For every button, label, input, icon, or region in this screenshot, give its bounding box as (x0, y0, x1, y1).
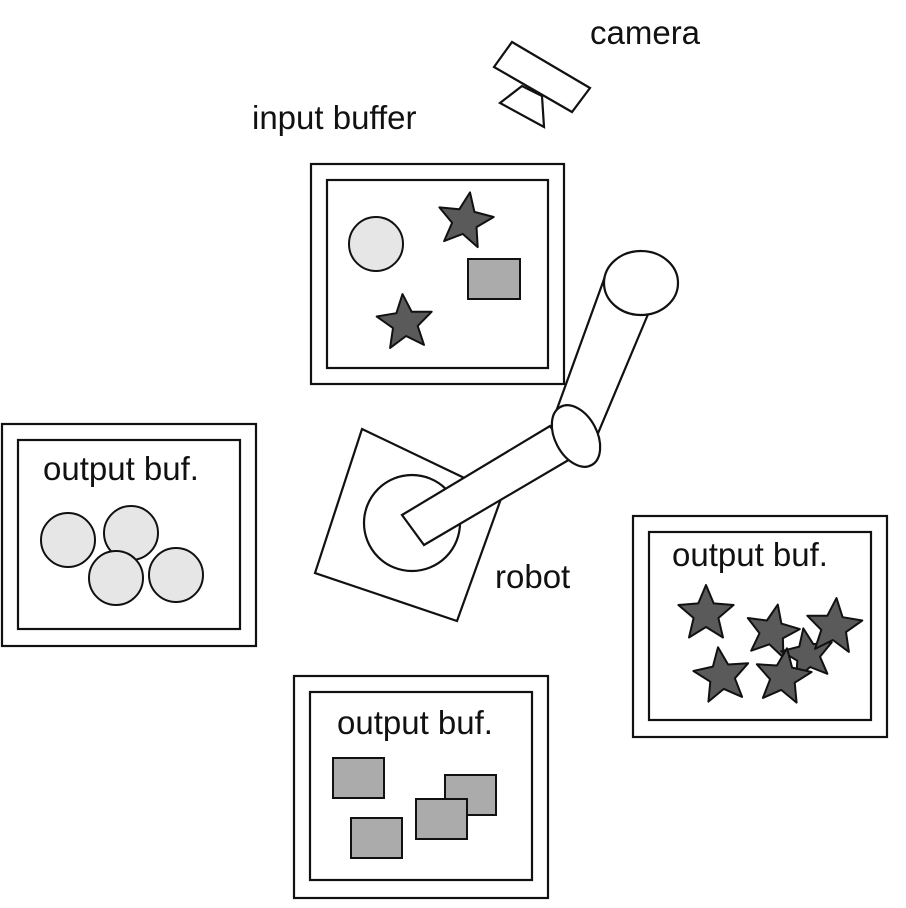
output-buffer-left-label: output buf. (43, 450, 199, 487)
star-part-icon (692, 646, 750, 703)
output-buffer-right-label: output buf. (672, 536, 828, 573)
robot-end-effector (602, 249, 680, 317)
output-buffer-bottom-label: output buf. (337, 704, 493, 741)
star-shape (755, 647, 813, 704)
square-part-icon (332, 757, 385, 799)
star-part-icon (677, 584, 735, 639)
star-shape (746, 603, 801, 659)
star-part-icon (375, 293, 433, 349)
star-part-icon (438, 191, 495, 249)
camera-icon (492, 40, 592, 129)
input-buffer-label: input buffer (252, 99, 417, 136)
star-shape (375, 293, 433, 349)
robot-elbow-joint (550, 404, 602, 468)
circle-part-icon (148, 547, 204, 603)
input-buffer-tray (309, 162, 566, 386)
square-part-icon (415, 798, 468, 840)
input-buffer-parts (348, 191, 521, 349)
star-part-icon (755, 647, 813, 704)
square-part-icon (467, 258, 521, 300)
star-shape (692, 646, 750, 703)
star-shape (438, 191, 495, 249)
circle-part-icon (40, 512, 96, 568)
output-buffer-right-parts (677, 584, 864, 704)
circle-part-icon (348, 216, 404, 272)
output-buffer-bottom-parts (332, 757, 497, 859)
star-shape (677, 584, 735, 639)
star-shape (806, 597, 864, 653)
robot-arm-icon (313, 249, 680, 623)
output-buffer-left-parts (40, 505, 204, 606)
star-part-icon (806, 597, 864, 653)
robot-label: robot (495, 558, 570, 595)
square-part-icon (350, 817, 403, 859)
circle-part-icon (88, 550, 144, 606)
camera-label: camera (590, 14, 701, 51)
star-part-icon (746, 603, 801, 659)
